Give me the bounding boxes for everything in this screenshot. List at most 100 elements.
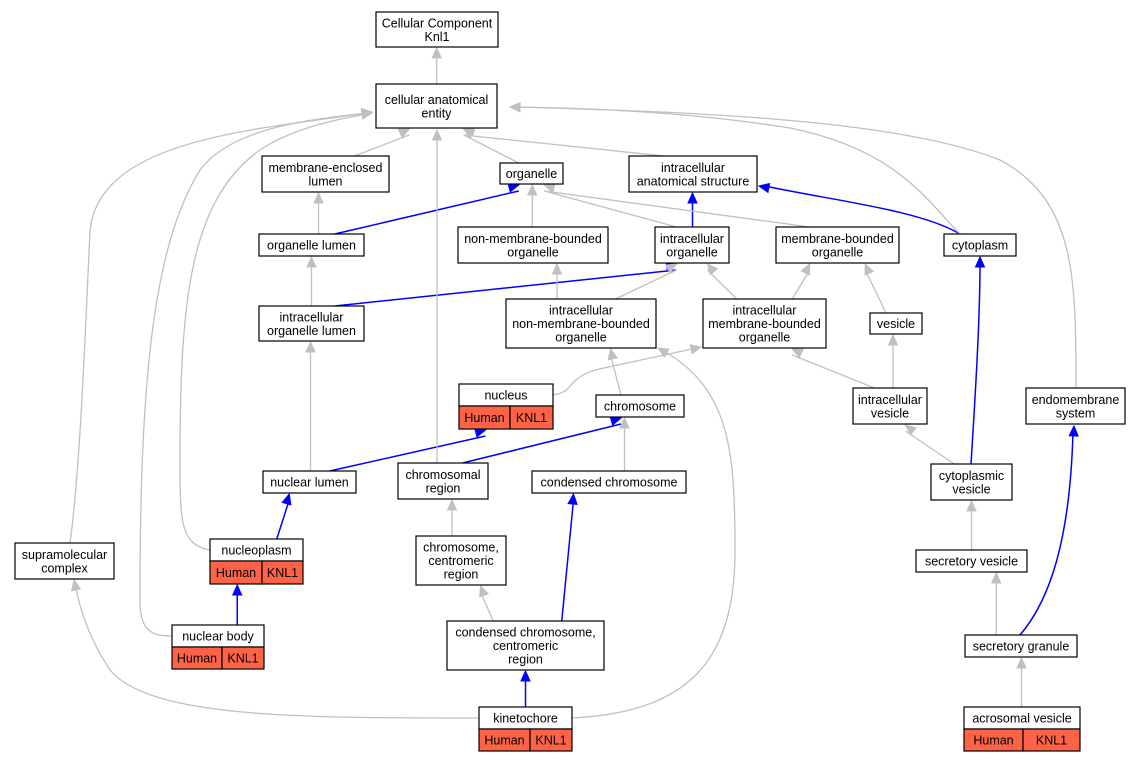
edge-arrowhead	[306, 255, 317, 268]
edge-arrowhead	[305, 340, 316, 353]
node-box	[1025, 387, 1126, 425]
edge-arrowhead	[966, 499, 977, 512]
edge-mbo-to-organelle	[544, 190, 810, 228]
species-label: Human	[484, 734, 524, 748]
node-label: Cellular Component	[382, 16, 493, 30]
edge-mel-to-cae	[354, 134, 410, 157]
edge-arrowhead	[397, 128, 411, 139]
edge-arrowhead	[313, 191, 324, 204]
edge-nbody-to-cae	[139, 112, 369, 637]
gene-cell	[529, 728, 573, 752]
node-label: organelle lumen	[267, 239, 356, 253]
edge-arrowhead	[446, 498, 458, 511]
node-box	[505, 298, 657, 349]
gene-label: KNL1	[227, 652, 258, 666]
gene-cell	[509, 405, 554, 430]
node-secgran[interactable]: secretory granule	[964, 634, 1078, 658]
node-nlumen[interactable]: nuclear lumen	[262, 470, 357, 494]
node-chromosome[interactable]: chromosome	[595, 394, 685, 418]
node-label: anatomical structure	[637, 174, 750, 188]
node-inmbo[interactable]: intracellularnon-membrane-boundedorganel…	[505, 298, 657, 349]
node-label: endomembrane	[1032, 393, 1120, 407]
node-box	[258, 233, 365, 257]
node-label: chromosomal	[405, 468, 480, 482]
edge-cytoplasm-to-ias	[764, 185, 961, 235]
node-box	[654, 226, 730, 264]
edge-nucleus-to-imbo	[552, 347, 697, 396]
edge-arrowhead	[520, 669, 531, 682]
edge-arrowhead	[431, 46, 443, 59]
edge-arrowhead	[360, 107, 374, 119]
node-label: vesicle	[871, 406, 909, 420]
edge-arrowhead	[689, 344, 703, 355]
node-box	[869, 312, 923, 335]
edge-arrowhead	[791, 348, 804, 359]
node-label: organelle lumen	[267, 324, 356, 338]
edge-arrowhead	[990, 571, 1002, 584]
edge-chromosome-to-inmbo	[609, 354, 622, 396]
node-label: nucleus	[484, 389, 527, 403]
edge-arrowhead	[1068, 424, 1079, 437]
edge-vesicle-to-mbo	[864, 269, 887, 314]
node-label: secretory vesicle	[925, 555, 1018, 569]
edge-arrowhead	[70, 578, 82, 592]
gene-label: KNL1	[535, 734, 566, 748]
node-label: cytoplasmic	[939, 469, 1004, 483]
species-label: Human	[216, 566, 256, 580]
edge-organelle-to-cae	[463, 134, 520, 164]
node-condchr[interactable]: condensed chromosome	[531, 470, 687, 494]
node-olumen[interactable]: organelle lumen	[258, 233, 365, 257]
node-box	[415, 535, 507, 586]
node-label: nuclear lumen	[270, 476, 349, 490]
edge-ivesicle-to-imbo	[792, 354, 875, 389]
node-secves[interactable]: secretory vesicle	[915, 549, 1028, 573]
node-label: organelle	[812, 245, 863, 259]
node-label: kinetochore	[493, 712, 558, 726]
node-label: intracellular	[280, 310, 344, 324]
node-box	[943, 233, 1017, 257]
edge-arrowhead	[904, 424, 917, 436]
gene-label: KNL1	[1036, 734, 1067, 748]
node-cytoplasm[interactable]: cytoplasm	[943, 233, 1017, 257]
edge-supra-to-cae	[69, 112, 369, 544]
node-box	[14, 542, 115, 580]
annotation-row: Human KNL1	[478, 728, 573, 752]
node-organelle[interactable]: organelle	[499, 162, 564, 185]
edge-arrowhead	[974, 255, 986, 268]
node-label: organelle	[507, 245, 558, 259]
node-vesicle[interactable]: vesicle	[869, 312, 923, 335]
edge-arrowhead	[619, 416, 630, 429]
node-label: membrane-bounded	[708, 317, 821, 331]
node-box	[375, 11, 499, 48]
gene-label: KNL1	[267, 566, 298, 580]
node-label: chromosome,	[423, 541, 499, 555]
edge-arrowhead	[706, 263, 719, 276]
edge-arrowhead	[281, 492, 292, 506]
edge-iorg-to-organelle	[544, 190, 677, 228]
edge-chrreg-to-chromosome	[462, 423, 622, 464]
edge-arrowhead	[1016, 656, 1027, 669]
